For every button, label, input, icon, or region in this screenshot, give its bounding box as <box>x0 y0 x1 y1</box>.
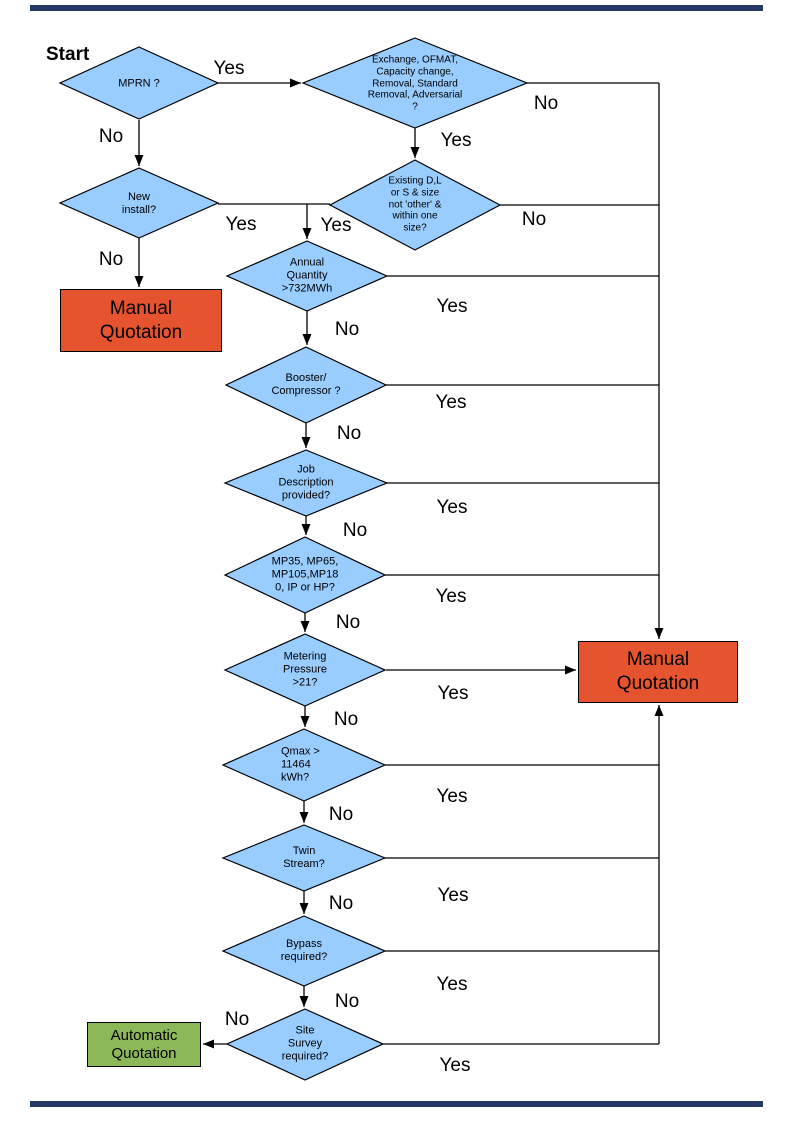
decision-new-install-shape <box>58 167 220 239</box>
decision-annual-quantity-shape <box>225 240 389 312</box>
decision-booster-shape <box>224 346 388 424</box>
manual-quotation-box-right: Manual Quotation <box>578 641 738 703</box>
decision-meter-models-label: MP35, MP65, MP105,MP180, IP or HP? <box>271 555 339 594</box>
decision-meter-models-shape <box>223 536 387 614</box>
decision-job-description-shape <box>223 449 389 517</box>
decision-metering-pressure-label: Metering Pressure >21? <box>282 650 328 689</box>
decision-existing-shape <box>328 159 502 251</box>
manual-quotation-box-left: Manual Quotation <box>60 289 222 352</box>
edge-label-booster-no: No <box>336 423 362 444</box>
decision-bypass-shape <box>221 915 387 987</box>
edge-label-qmax-no: No <box>328 804 354 825</box>
edge-label-exchange-yes: Yes <box>440 130 472 151</box>
edge-label-metering-yes: Yes <box>437 683 469 704</box>
edge-label-new-install-yes: Yes <box>225 214 257 235</box>
bottom-rule <box>30 1101 763 1107</box>
decision-exchange-label: Exchange, OFMAT, Capacity change, Remova… <box>367 54 463 113</box>
edge-label-twin-yes: Yes <box>437 885 469 906</box>
decision-job-description-label: Job Description provided? <box>278 463 334 502</box>
decision-annual-quantity-label: Annual Quantity >732MWh <box>281 256 333 295</box>
automatic-quotation-box: Automatic Quotation <box>87 1022 201 1067</box>
decision-qmax-shape <box>221 728 387 802</box>
edge-label-meter-models-yes: Yes <box>435 586 467 607</box>
decision-bypass-label: Bypass required? <box>280 938 328 963</box>
decision-mprn-label: MPRN ? <box>118 77 160 90</box>
decision-twin-stream-shape <box>221 824 387 892</box>
edge-label-annual-no: No <box>334 319 360 340</box>
edge-label-metering-no: No <box>333 709 359 730</box>
edge-label-booster-yes: Yes <box>435 392 467 413</box>
edge-label-meter-models-no: No <box>335 612 361 633</box>
edge-label-existing-yes: Yes <box>320 215 352 236</box>
decision-site-survey-label: Site Survey required? <box>281 1024 329 1063</box>
decision-qmax-label: Qmax > 11464 kWh? <box>281 745 320 784</box>
edge-label-bypass-yes: Yes <box>436 974 468 995</box>
decision-site-survey-shape <box>225 1008 385 1081</box>
edge-label-site-yes: Yes <box>439 1055 471 1076</box>
edge-label-exchange-no: No <box>533 93 559 114</box>
edge-label-bypass-no: No <box>334 991 360 1012</box>
decision-twin-stream-label: Twin Stream? <box>283 845 325 870</box>
edge-label-twin-no: No <box>328 893 354 914</box>
edge-label-site-no: No <box>224 1009 250 1030</box>
decision-booster-label: Booster/ Compressor ? <box>271 372 341 397</box>
top-rule <box>30 5 763 11</box>
edge-label-mprn-no: No <box>98 126 124 147</box>
decision-new-install-label: New install? <box>121 191 157 216</box>
decision-existing-label: Existing D,L or S & size not 'other' & w… <box>388 175 442 234</box>
edge-label-job-yes: Yes <box>436 497 468 518</box>
edge-label-annual-yes: Yes <box>436 296 468 317</box>
start-label: Start <box>46 44 90 65</box>
edge-label-job-no: No <box>342 520 368 541</box>
decision-metering-pressure-shape <box>223 633 387 707</box>
edge-label-qmax-yes: Yes <box>436 786 468 807</box>
edge-label-new-install-no: No <box>98 249 124 270</box>
decision-mprn-shape <box>58 46 220 120</box>
edge-label-mprn-yes: Yes <box>213 58 245 79</box>
decision-exchange-shape <box>301 37 529 129</box>
edge-label-existing-no: No <box>521 209 547 230</box>
